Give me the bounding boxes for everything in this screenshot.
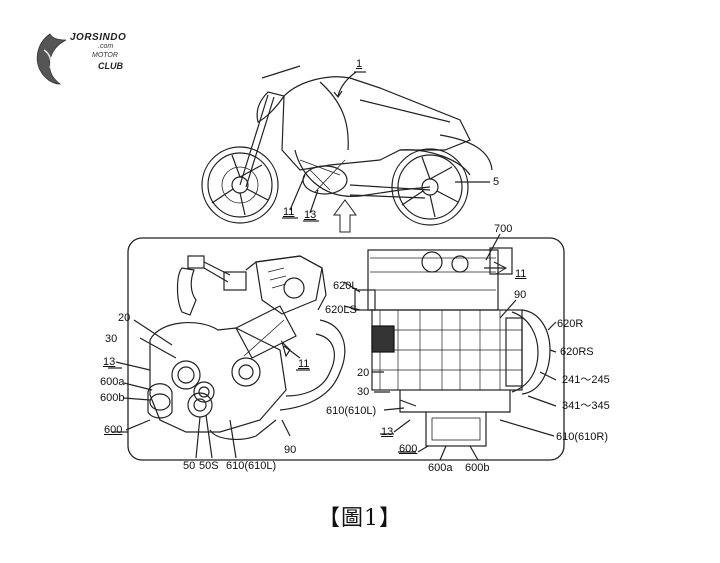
label-20-right: 20 bbox=[357, 367, 370, 379]
label-620l: 620L bbox=[333, 280, 358, 292]
label-620r: 620R bbox=[557, 318, 584, 330]
left-engine-view bbox=[108, 255, 346, 459]
right-engine-view bbox=[343, 233, 557, 461]
logo-motor: MOTOR bbox=[92, 52, 118, 59]
label-90-right: 90 bbox=[514, 289, 527, 301]
label-620rs: 620RS bbox=[560, 346, 594, 358]
label-50s: 50S bbox=[199, 460, 219, 472]
motorcycle-illustration bbox=[201, 65, 493, 233]
label-700: 700 bbox=[494, 223, 513, 235]
label-610-left: 610(610L) bbox=[226, 460, 277, 472]
label-610l-right: 610(610L) bbox=[326, 405, 377, 417]
label-600a-left: 600a bbox=[100, 376, 125, 388]
label-610r: 610(610R) bbox=[556, 431, 608, 443]
logo-club: CLUB bbox=[98, 61, 123, 71]
label-11-left: 11 bbox=[298, 358, 310, 370]
logo-wordmark: JORSINDO bbox=[70, 32, 127, 43]
label-341-345: 341～345 bbox=[562, 400, 610, 412]
callout-engine-left: 11 bbox=[283, 206, 295, 218]
label-20-left: 20 bbox=[118, 312, 131, 324]
callout-motorcycle: 1 bbox=[356, 58, 363, 70]
callout-engine-right: 13 bbox=[304, 209, 317, 221]
label-620ls: 620LS bbox=[325, 304, 357, 316]
label-13-left: 13 bbox=[103, 356, 116, 368]
callout-rear-fork: 5 bbox=[493, 176, 500, 188]
wing-icon bbox=[36, 33, 67, 85]
label-50: 50 bbox=[183, 460, 196, 472]
label-11-right: 11 bbox=[515, 268, 527, 280]
jorsindo-logo: JORSINDO .com MOTOR CLUB bbox=[30, 30, 126, 88]
label-241-245: 241～245 bbox=[562, 374, 610, 386]
label-90-left: 90 bbox=[284, 444, 297, 456]
label-600a-right: 600a bbox=[428, 462, 453, 474]
detail-frame bbox=[127, 237, 565, 461]
logo-domain: .com bbox=[98, 43, 114, 50]
label-600-right: 600 bbox=[399, 443, 418, 455]
label-30-right: 30 bbox=[357, 386, 370, 398]
label-30-left: 30 bbox=[105, 333, 118, 345]
label-600b-left: 600b bbox=[100, 392, 125, 404]
label-13-right: 13 bbox=[381, 426, 394, 438]
figure-caption: 【圖1】 bbox=[318, 506, 402, 531]
label-600b-right: 600b bbox=[465, 462, 490, 474]
label-600-left: 600 bbox=[104, 424, 123, 436]
